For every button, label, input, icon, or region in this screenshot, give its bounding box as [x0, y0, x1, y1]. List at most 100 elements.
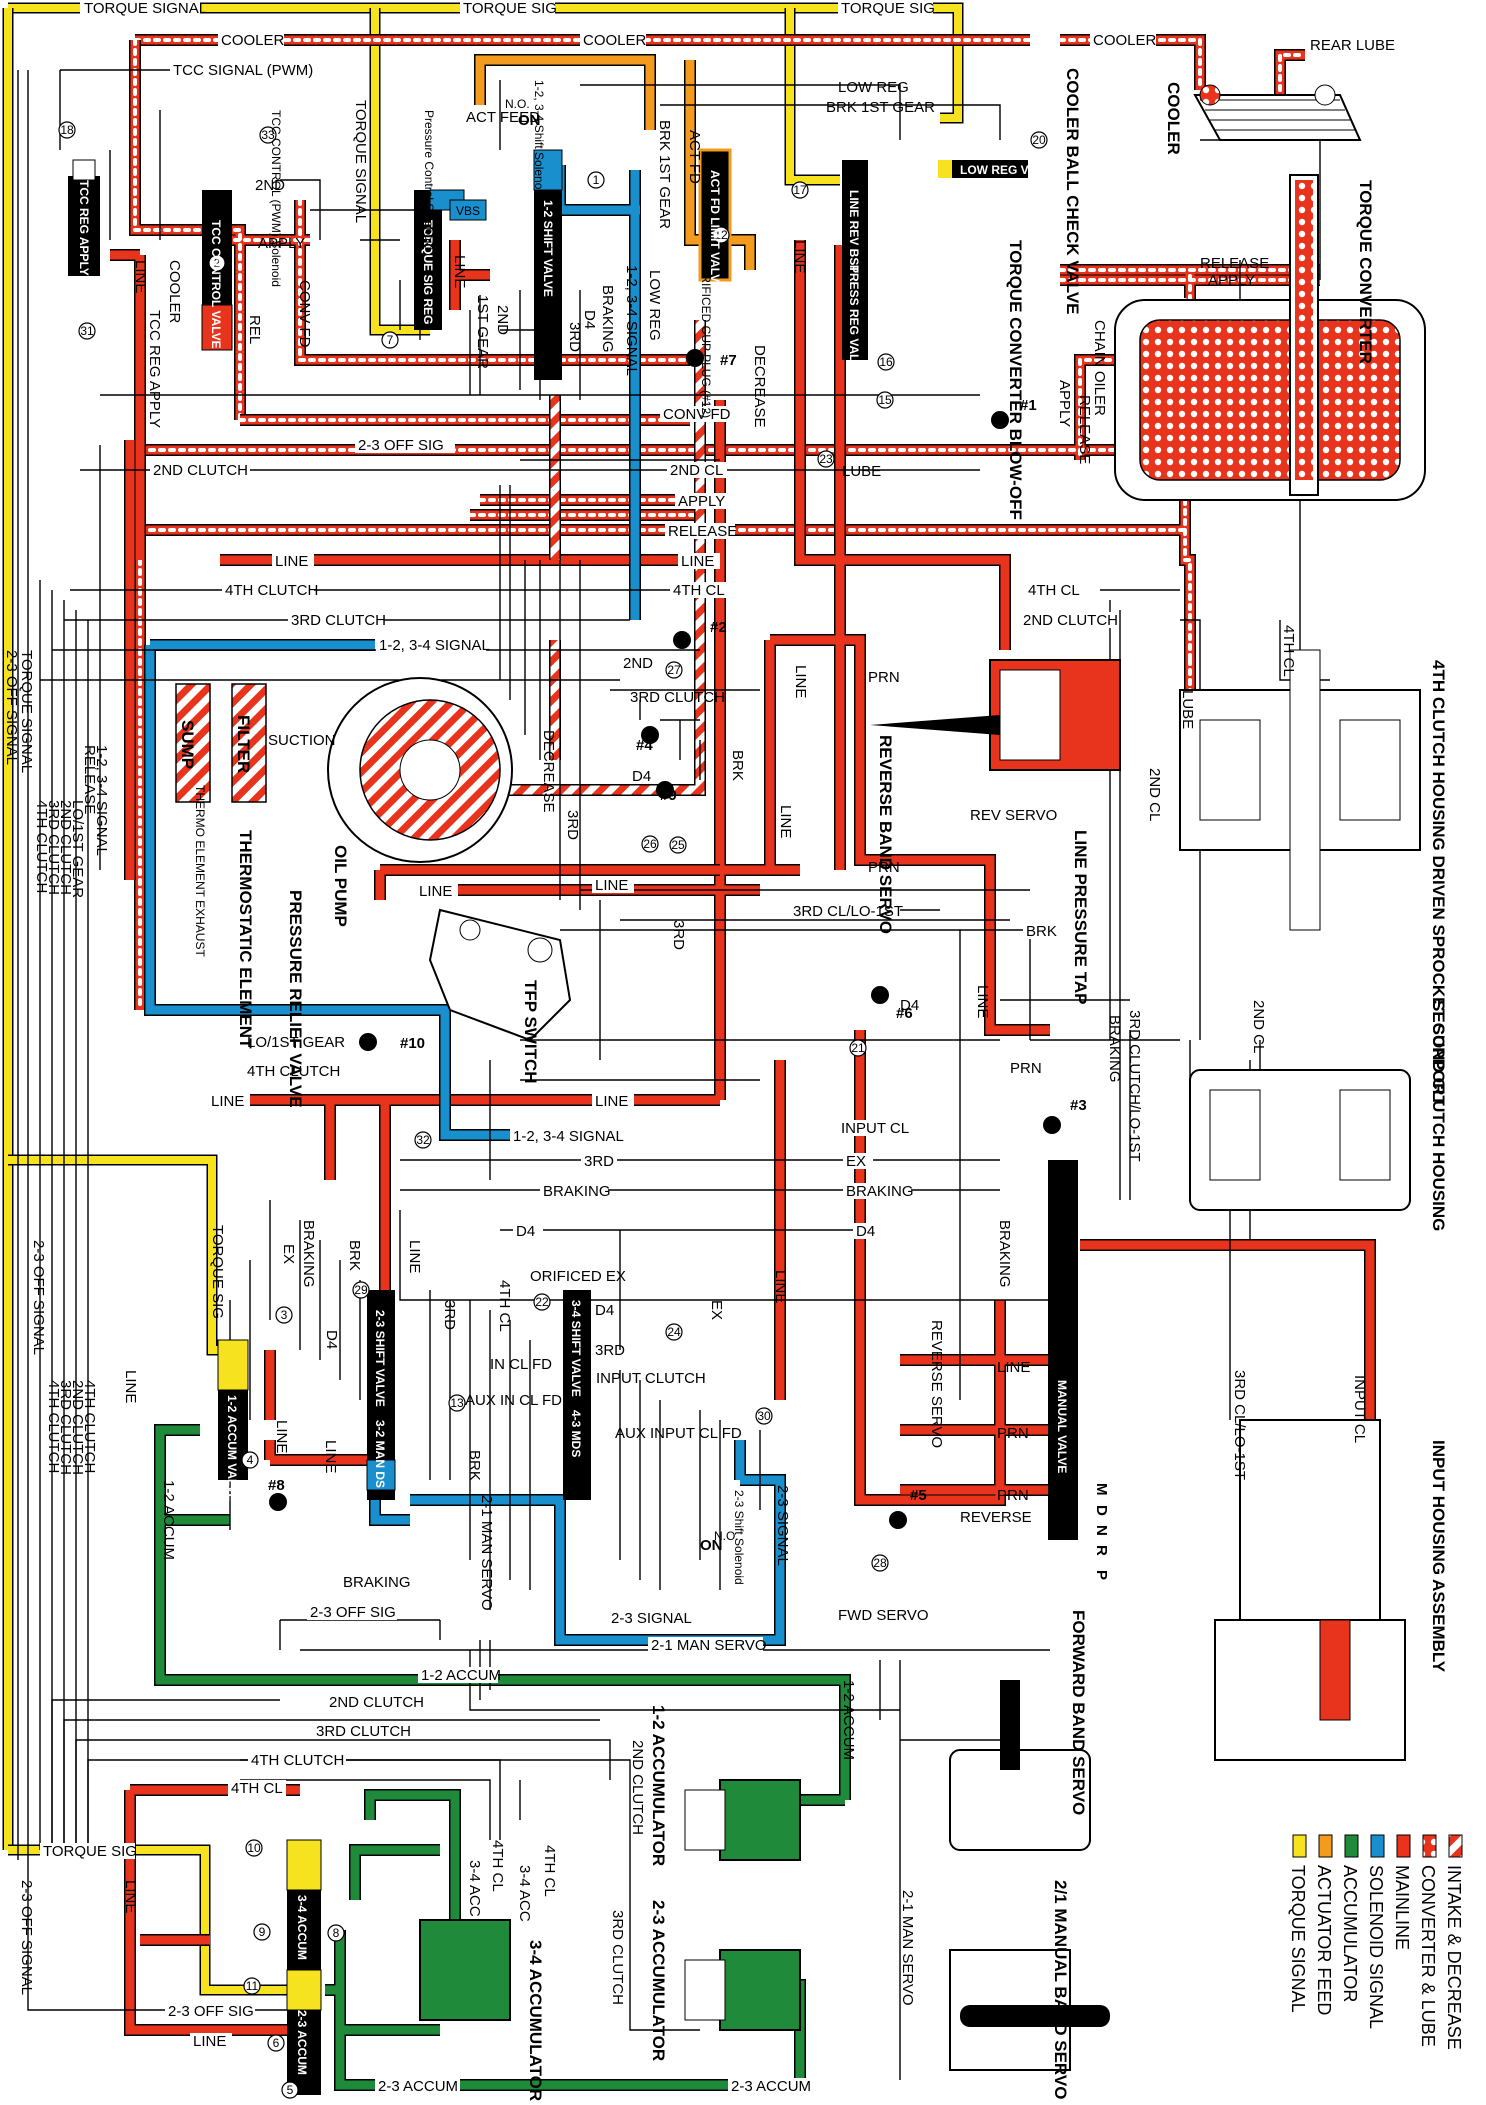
valve-manual: MANUAL VALVE	[1055, 1380, 1069, 1473]
torque-converter-sketch	[1114, 174, 1426, 501]
label-line-5: LINE	[211, 1093, 244, 1110]
label-lube-v: LUBE	[1179, 690, 1196, 729]
title-oil-pump: OIL PUMP	[331, 845, 350, 927]
label-release-mid: RELEASE	[668, 523, 737, 540]
orificed-cup-plug: ORIFICED CUP PLUG (#12)	[699, 265, 713, 418]
label-braking-v3: BRAKING	[996, 1220, 1013, 1288]
solenoid-tcc: TCC CONTROL (PWM) Solenoid	[269, 110, 283, 287]
accumulator-23-sketch	[684, 1949, 801, 2031]
label-apply-mid: APPLY	[678, 493, 725, 510]
label-torque-sig-2: TORQUE SIG	[841, 0, 935, 17]
label-23-off-sig-low: 2-3 OFF SIG	[310, 1604, 396, 1621]
label-act-fd-v: ACT FD	[686, 130, 703, 184]
label-brk-mid: BRK	[1026, 923, 1057, 940]
label-line-v9: LINE	[322, 1440, 339, 1473]
orifice-6: 6	[273, 2036, 280, 2050]
label-d4-right: D4	[900, 997, 919, 1014]
checkball-10: #10	[400, 1035, 425, 1052]
label-2nd-clutch-low: 2ND CLUTCH	[329, 1694, 424, 1711]
manual-band-servo-sketch	[949, 1949, 1110, 2071]
label-reverse: REVERSE	[960, 1509, 1032, 1526]
label-line-v3: LINE	[451, 255, 468, 288]
check-balls	[269, 349, 1061, 1529]
label-4th-cl-v4: 4TH CL	[541, 1845, 558, 1897]
label-23-off-signal-v2: 2-3 OFF SIGNAL	[18, 1880, 35, 1995]
label-4th-cl-v: 4TH CL	[1280, 625, 1297, 677]
label-12-accum-v2: 1-2 ACCUM	[840, 1680, 857, 1760]
label-prn-2: PRN	[868, 859, 900, 876]
solenoid-pcs: Pressure Control Solenoid	[422, 110, 436, 250]
label-line-v7: LINE	[974, 985, 991, 1018]
label-d4-valve: D4	[595, 1302, 614, 1319]
label-rel-v: REL	[246, 315, 263, 344]
label-prn-manual-2: PRN	[997, 1487, 1029, 1504]
label-12-34-signal-v: 1-2, 3-4 SIGNAL	[93, 745, 110, 856]
solenoid-labels: TCC CONTROL (PWM) Solenoid Pressure Cont…	[269, 80, 746, 1585]
label-23-signal-low: 2-3 SIGNAL	[611, 1610, 692, 1627]
label-thermo-exhaust: THERMO ELEMENT EXHAUST	[193, 785, 207, 957]
label-chain-oiler-v: CHAIN OILER	[1091, 320, 1108, 416]
label-23-off-sig-bottom: 2-3 OFF SIG	[168, 2003, 254, 2020]
manual-valve-positions: P R N D M	[1093, 1483, 1110, 1580]
label-low-reg-v: LOW REG	[646, 270, 663, 341]
label-1st-gear-v: 1ST GEAR	[474, 295, 491, 369]
valve-32-man-ds: 3-2 MAN DS	[373, 1420, 387, 1488]
solenoid-on-2: ON	[700, 1537, 723, 1554]
label-2nd-mid: 2ND	[623, 655, 653, 672]
valve-torque-sig-reg: TORQUE SIG REG	[421, 220, 435, 324]
label-in-cl-fd: IN CL FD	[490, 1356, 552, 1373]
title-pressure-relief: PRESSURE RELIEF VALVE	[286, 890, 305, 1108]
title-input-housing: INPUT HOUSING ASSEMBLY	[1429, 1440, 1448, 1673]
label-3rd-v: 3RD	[566, 322, 583, 352]
orifice-24: 24	[667, 1325, 681, 1339]
label-4th-clutch-low: 4TH CLUTCH	[251, 1752, 344, 1769]
checkball-8: #8	[268, 1477, 285, 1494]
label-braking-v2: BRAKING	[1106, 1015, 1123, 1083]
valve-shift-34: 3-4 SHIFT VALVE	[569, 1300, 583, 1397]
title-fourth-clutch-housing: 4TH CLUTCH HOUSING DRIVEN SPROCKET SUPPO…	[1429, 660, 1448, 1106]
second-clutch-housing-sketch	[1189, 1069, 1411, 1211]
legend-label-solenoid: SOLENOID SIGNAL	[1366, 1865, 1386, 2029]
title-cooler: COOLER	[1164, 82, 1183, 155]
forward-band-servo-sketch	[949, 1680, 1091, 1851]
label-4th-cl-low: 4TH CL	[231, 1780, 283, 1797]
orifice-33: 33	[261, 128, 275, 142]
label-23-off-sig-top: 2-3 OFF SIG	[358, 437, 444, 454]
label-2nd-clutch-right: 2ND CLUTCH	[1023, 612, 1118, 629]
title-line-pressure-tap: LINE PRESSURE TAP	[1071, 830, 1090, 1004]
label-2nd-clutch-top: 2ND CLUTCH	[153, 462, 248, 479]
label-torque-sig-v: TORQUE SIG	[209, 1225, 226, 1319]
checkball-3: #3	[1070, 1097, 1087, 1114]
label-brk-1st-gear: BRK 1ST GEAR	[826, 99, 935, 116]
title-accum-12: 1-2 ACCUMULATOR	[649, 1705, 668, 1866]
label-3rd-v3: 3RD	[670, 920, 687, 950]
orifice-22: 22	[535, 1295, 549, 1309]
title-forward-band-servo: FORWARD BAND SERVO	[1069, 1610, 1088, 1815]
label-braking-low: BRAKING	[343, 1574, 411, 1591]
orifice-numbers: 1 2 3 4 5 6 7 8 9 10 11 12 13 15 16 17 1…	[60, 123, 1046, 2097]
label-23-signal-v: 2-3 SIGNAL	[774, 1485, 791, 1566]
orifice-12: 12	[714, 228, 728, 242]
pos-d: D	[1093, 1505, 1110, 1516]
orifice-21: 21	[851, 1041, 865, 1055]
label-brk-v: BRK	[729, 750, 746, 781]
label-input-clutch: INPUT CLUTCH	[596, 1370, 706, 1387]
label-3rd-clutch-v2: 3RD CLUTCH	[57, 1380, 74, 1475]
legend-label-accumulator: ACCUMULATOR	[1340, 1865, 1360, 2002]
label-low-reg: LOW REG	[838, 79, 909, 96]
label-23-accum-2: 2-3 ACCUM	[731, 2078, 811, 2095]
check-ball-labels: #1 #2 #3 #4 #5 #6 #7 #8 #9 #10	[268, 352, 1087, 1504]
pos-n: N	[1093, 1525, 1110, 1536]
label-orificed-ex: ORIFICED EX	[530, 1268, 626, 1285]
label-21-man-servo-v2: 2-1 MAN SERVO	[899, 1890, 916, 2006]
label-act-feed: ACT FEED	[466, 109, 540, 126]
valve-labels: TCC REG APPLY TCC CONTROL VALVE TORQUE S…	[77, 163, 1069, 2075]
component-titles: COOLER BALL CHECK VALVE COOLER TORQUE CO…	[178, 68, 1448, 2101]
label-23-off-signal-v1: 2-3 OFF SIGNAL	[3, 650, 20, 765]
label-line-v12: LINE	[122, 1880, 139, 1913]
label-3rd-clutch-top: 3RD CLUTCH	[291, 612, 386, 629]
label-line-v2: LINE	[132, 260, 149, 293]
orifice-28: 28	[873, 1556, 887, 1570]
circuit-labels: TORQUE SIGNAL TORQUE SIG TORQUE SIG COOL…	[40, 0, 1395, 2095]
